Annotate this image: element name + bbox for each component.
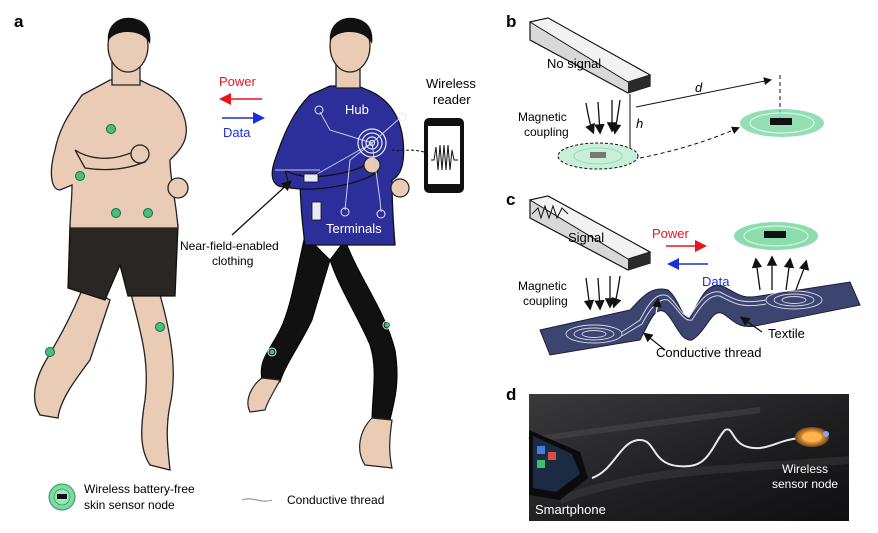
current-label: i [654,321,657,333]
legend-node-line2: skin sensor node [84,498,175,512]
coupling-label-b-line1: Magnetic [518,110,567,124]
coupling-arrows-b [586,100,620,132]
node-c [734,222,818,250]
panel-d-letter: d [506,385,516,404]
phone-signal-text: Signal [568,230,604,245]
clothing-label-line2: clothing [212,254,253,268]
d-label: d [695,80,703,95]
coupling-label-c-line2: coupling [523,294,568,308]
clothing-pointer-arrow [232,182,290,235]
sensor-label-line2: sensor node [772,477,838,491]
legend-node-line1: Wireless battery-free [84,482,195,496]
sensor-label-line1: Wireless [782,462,828,476]
hub-label: Hub [345,102,369,117]
thread-label-c: Conductive thread [656,345,762,360]
power-label-c: Power [652,226,690,241]
h-label: h [636,116,643,131]
reader-label-line1: Wireless [426,76,476,91]
data-label-a: Data [223,125,251,140]
node-move-arrow [640,128,738,158]
power-label-a: Power [219,74,257,89]
panel-c-letter: c [506,190,515,209]
legend-node-icon [49,484,75,510]
phone-no-signal-text: No signal [547,56,601,71]
d-arrow [636,80,770,107]
coupling-label-b-line2: coupling [524,125,569,139]
textile-label: Textile [768,326,805,341]
reader-label-line2: reader [433,92,471,107]
legend-thread-label: Conductive thread [287,493,384,507]
power-data-arrows-c [666,246,708,264]
coupling-arrows-c-down [586,276,620,308]
terminals-label: Terminals [326,221,382,236]
coupling-label-c-line1: Magnetic [518,279,567,293]
node-b-near [558,143,638,169]
coupling-arrows-c-up [756,258,806,290]
node-b-far [740,109,824,137]
panel-b-letter: b [506,12,516,31]
smartphone-label: Smartphone [535,502,606,517]
clothing-label-line1: Near-field-enabled [180,239,279,253]
legend-thread-icon [242,499,272,501]
bare-body-figure [35,18,188,470]
panel-a-letter: a [14,12,24,31]
power-data-arrows [222,99,262,118]
